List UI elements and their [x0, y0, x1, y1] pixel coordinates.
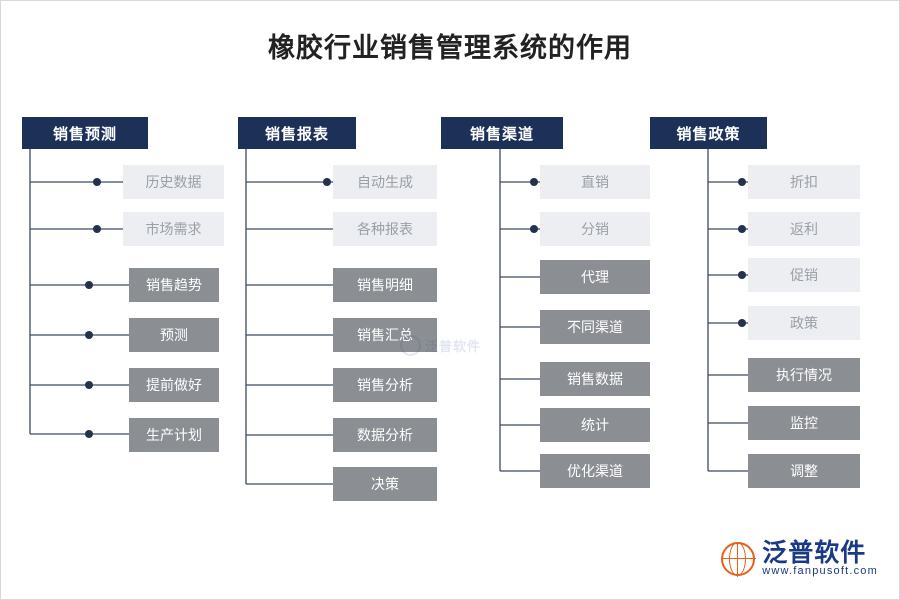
- node-item[interactable]: 历史数据: [123, 165, 224, 199]
- node-item[interactable]: 直销: [540, 165, 650, 199]
- node-item[interactable]: 促销: [748, 258, 860, 292]
- column-head-sales-report[interactable]: 销售报表: [238, 117, 356, 149]
- node-item[interactable]: 折扣: [748, 165, 860, 199]
- node-item[interactable]: 数据分析: [333, 418, 437, 452]
- node-item[interactable]: 销售分析: [333, 368, 437, 402]
- column-head-sales-forecast[interactable]: 销售预测: [22, 117, 148, 149]
- watermark: 泛普软件: [400, 325, 500, 365]
- node-item[interactable]: 优化渠道: [540, 454, 650, 488]
- node-item[interactable]: 调整: [748, 454, 860, 488]
- node-item[interactable]: 销售明细: [333, 268, 437, 302]
- column-head-sales-channel[interactable]: 销售渠道: [441, 117, 563, 149]
- brand-url: www.fanpusoft.com: [762, 565, 878, 578]
- node-item[interactable]: 监控: [748, 406, 860, 440]
- node-item[interactable]: 政策: [748, 306, 860, 340]
- node-item[interactable]: 销售趋势: [129, 268, 219, 302]
- node-item[interactable]: 统计: [540, 408, 650, 442]
- node-item[interactable]: 生产计划: [129, 418, 219, 452]
- node-item[interactable]: 决策: [333, 467, 437, 501]
- node-item[interactable]: 代理: [540, 260, 650, 294]
- node-item[interactable]: 预测: [129, 318, 219, 352]
- node-item[interactable]: 自动生成: [333, 165, 437, 199]
- column-head-sales-policy[interactable]: 销售政策: [650, 117, 767, 149]
- node-item[interactable]: 分销: [540, 212, 650, 246]
- page-title: 橡胶行业销售管理系统的作用: [268, 33, 632, 63]
- globe-icon: [720, 541, 756, 577]
- watermark-globe-icon: [400, 334, 421, 356]
- brand-logo: 泛普软件 www.fanpusoft.com: [720, 539, 878, 578]
- watermark-text: 泛普软件: [425, 338, 482, 354]
- node-item[interactable]: 不同渠道: [540, 310, 650, 344]
- node-item[interactable]: 提前做好: [129, 368, 219, 402]
- brand-name: 泛普软件: [762, 539, 867, 568]
- node-item[interactable]: 执行情况: [748, 358, 860, 392]
- node-item[interactable]: 市场需求: [123, 212, 224, 246]
- node-item[interactable]: 销售数据: [540, 362, 650, 396]
- node-item[interactable]: 返利: [748, 212, 860, 246]
- node-item[interactable]: 各种报表: [333, 212, 437, 246]
